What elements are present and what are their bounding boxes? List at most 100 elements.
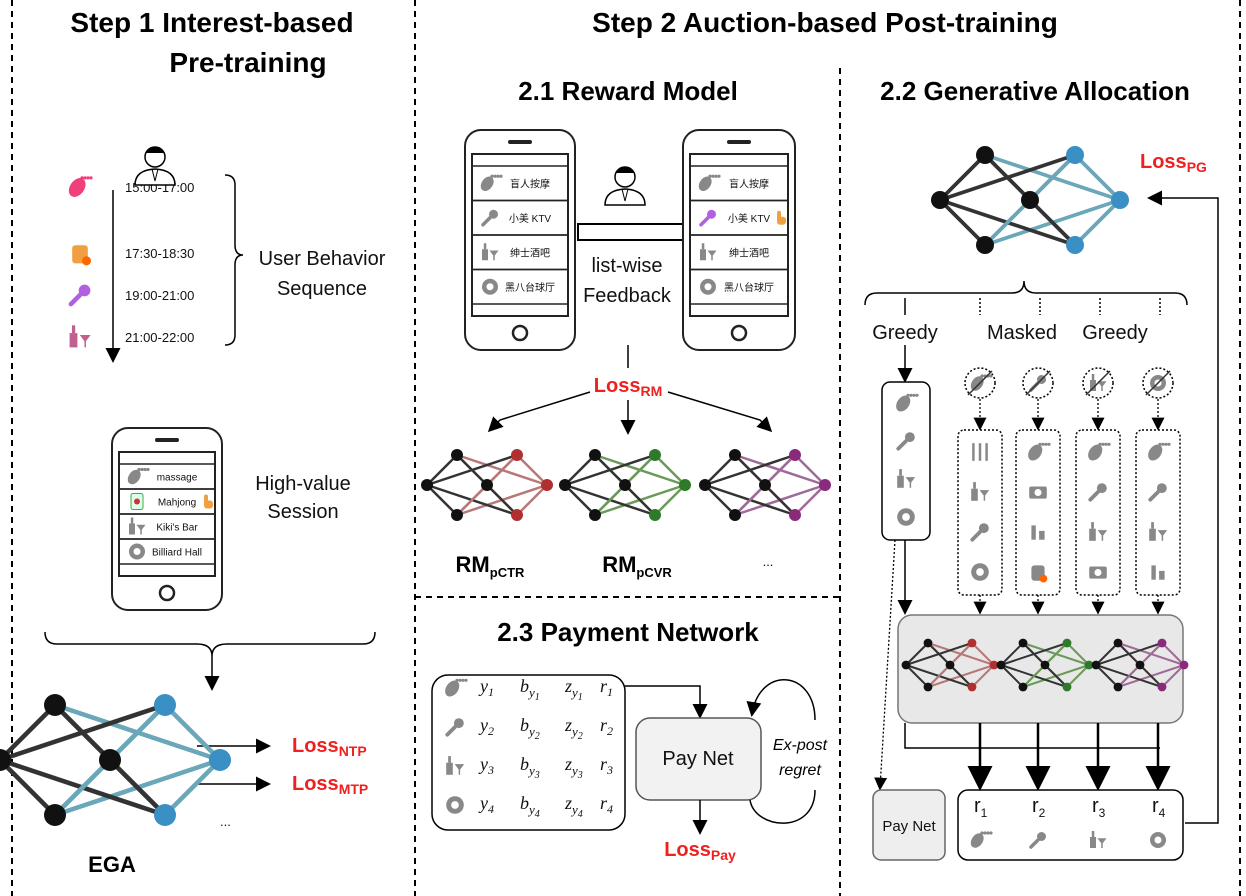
- mic-icon: [1029, 832, 1046, 849]
- network-edge: [1095, 642, 1119, 666]
- bottle-icon: [1149, 522, 1168, 541]
- network-edge: [1073, 153, 1122, 202]
- network-node: [976, 236, 994, 254]
- mic-icon: [699, 209, 716, 227]
- rm-more-label: ...: [763, 554, 774, 569]
- network-node: [1018, 682, 1028, 692]
- time-4: 21:00-22:00: [125, 330, 194, 345]
- network-node: [451, 449, 463, 461]
- network-edge: [938, 153, 987, 202]
- user-icon: [604, 166, 646, 206]
- network-edge: [1000, 642, 1024, 666]
- drink-icon: [72, 245, 92, 266]
- rm-pctr-label: RMpCTR: [456, 552, 525, 580]
- rm-more-network: [699, 449, 831, 521]
- list-item-label: Mahjong: [158, 498, 196, 509]
- network-edge: [938, 198, 987, 247]
- network-edge: [564, 484, 596, 516]
- network-node: [649, 449, 661, 461]
- network-node: [976, 146, 994, 164]
- foot-icon: [1028, 442, 1051, 461]
- network-node: [154, 694, 176, 716]
- list-item-label: massage: [157, 473, 198, 484]
- network-edge: [905, 642, 929, 666]
- math-r: r1: [600, 676, 613, 699]
- network-node: [1111, 191, 1129, 209]
- network-edge: [654, 484, 686, 516]
- mic-icon: [1088, 483, 1107, 502]
- candidate-list-box: [1075, 429, 1121, 596]
- network-node: [931, 191, 949, 209]
- list-item-label: 小美 KTV: [509, 212, 552, 225]
- network-edge: [971, 642, 995, 666]
- network-node: [589, 509, 601, 521]
- network-node: [1062, 682, 1072, 692]
- list-item-label: 小美 KTV: [728, 212, 771, 225]
- network-node: [967, 682, 977, 692]
- network-node: [451, 509, 463, 521]
- network-node: [923, 638, 933, 648]
- network-node: [99, 749, 121, 771]
- bottle-icon: [700, 243, 717, 261]
- generative-allocation-title: 2.2 Generative Allocation: [880, 76, 1190, 106]
- math-b: by4: [520, 793, 540, 820]
- network-node: [789, 509, 801, 521]
- hand-pointer-icon: [777, 210, 786, 225]
- ellipsis: ...: [220, 814, 231, 829]
- masked-candidate-column: [957, 367, 1003, 615]
- network-node: [1157, 682, 1167, 692]
- network-node: [989, 660, 999, 670]
- list-item-label: 绅士酒吧: [729, 246, 769, 259]
- rm-pcvr-label: RMpCVR: [602, 552, 672, 580]
- math-z: zy4: [564, 793, 583, 820]
- reward-label: r1: [974, 795, 988, 820]
- pay-net-small-label: Pay Net: [882, 818, 936, 835]
- network-node: [729, 449, 741, 461]
- mask-slash: [1085, 370, 1111, 396]
- mic-icon: [68, 284, 91, 307]
- step1-title: Step 1 Interest-based: [70, 7, 353, 38]
- regret-label: Ex-post: [773, 737, 828, 754]
- loss-mtp: LossMTP: [292, 773, 368, 797]
- pg-feedback-arrow: [1147, 190, 1219, 824]
- network-edge: [0, 758, 57, 817]
- bid-table-box: [431, 674, 626, 831]
- network-node: [819, 479, 831, 491]
- strategy-greedy: Greedy: [872, 322, 938, 344]
- loss-pay: LossPay: [664, 839, 736, 863]
- math-z: zy3: [564, 754, 583, 781]
- math-z: zy1: [564, 676, 583, 703]
- billiard-icon: [897, 508, 915, 526]
- mask-slash: [1025, 370, 1051, 396]
- network-node: [511, 509, 523, 521]
- billiard-icon: [129, 543, 145, 560]
- network-edge: [971, 664, 995, 688]
- loss-ntp: LossNTP: [292, 735, 367, 759]
- math-z: zy2: [564, 715, 583, 742]
- network-node: [154, 804, 176, 826]
- network-node: [1157, 638, 1167, 648]
- network-edge: [704, 484, 736, 516]
- math-b: by1: [520, 676, 540, 703]
- network-node: [559, 479, 571, 491]
- network-node: [619, 479, 631, 491]
- camera-icon: [1029, 486, 1047, 499]
- hand-pointer-icon: [204, 494, 213, 509]
- math-y: y3: [478, 754, 494, 777]
- payment-network-title: 2.3 Payment Network: [497, 617, 759, 647]
- network-node: [649, 509, 661, 521]
- allocation-rm-network-1: [901, 638, 999, 692]
- step1-title-line2: Pre-training: [169, 47, 326, 78]
- mask-slash: [1145, 370, 1171, 396]
- network-edge: [1066, 642, 1090, 666]
- pay-net-small-box: [872, 789, 946, 861]
- list-item-label: Billiard Hall: [152, 548, 202, 559]
- bottle-icon: [129, 517, 146, 535]
- network-node: [1018, 638, 1028, 648]
- bottle-icon: [1089, 522, 1108, 541]
- foot-icon: [896, 393, 919, 412]
- network-edge: [163, 703, 222, 762]
